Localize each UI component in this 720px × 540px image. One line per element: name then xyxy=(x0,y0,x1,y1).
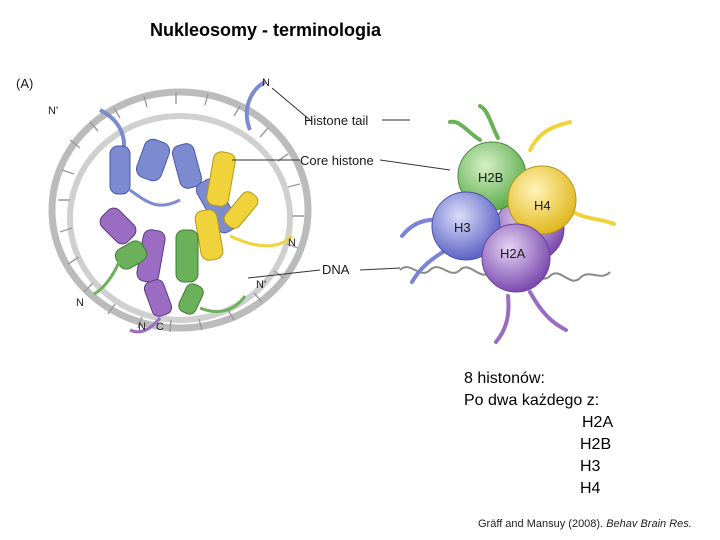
info-histone-item: H2A xyxy=(464,412,613,434)
histone-info: 8 histonów: Po dwa każdego z: H2A H2B H3… xyxy=(464,368,613,500)
terminus-n-bottom: N xyxy=(138,321,146,333)
callout-dna: DNA xyxy=(322,262,350,277)
panel-label: (A) xyxy=(16,76,33,91)
citation: Gräff and Mansuy (2008). Behav Brain Res… xyxy=(478,518,692,530)
info-histone-item: H3 xyxy=(464,456,613,478)
callout-histone-tail: Histone tail xyxy=(304,113,368,128)
octamer-schematic: H2B H4 H3 H2A xyxy=(400,106,614,342)
dna-superhelix xyxy=(52,92,308,328)
callout-core-histone: Core histone xyxy=(300,153,374,168)
terminus-n-prime-left: N' xyxy=(48,105,58,117)
octamer-label-h4: H4 xyxy=(534,198,551,213)
crystal-structure xyxy=(52,82,308,332)
terminus-c-bottom: C xyxy=(156,321,164,333)
octamer-label-h3: H3 xyxy=(454,220,471,235)
info-histone-item: H2B xyxy=(464,434,613,456)
info-histone-item: H4 xyxy=(464,478,613,500)
info-line-count: 8 histonów: xyxy=(464,368,613,390)
terminus-n-prime-right: N' xyxy=(256,279,266,291)
nucleosome-illustration: (A) xyxy=(10,60,630,360)
terminus-n-top: N xyxy=(262,77,270,89)
page-title: Nukleosomy - terminologia xyxy=(150,20,381,41)
terminus-n-right: N xyxy=(288,237,296,249)
citation-journal: Behav Brain Res. xyxy=(606,518,692,530)
terminus-n-bottom-left: N xyxy=(76,297,84,309)
citation-authors: Gräff and Mansuy (2008). xyxy=(478,518,603,530)
octamer-label-h2b: H2B xyxy=(478,170,503,185)
octamer-label-h2a: H2A xyxy=(500,246,526,261)
info-line-pairs: Po dwa każdego z: xyxy=(464,390,613,412)
nucleosome-figure: (A) xyxy=(10,60,630,360)
